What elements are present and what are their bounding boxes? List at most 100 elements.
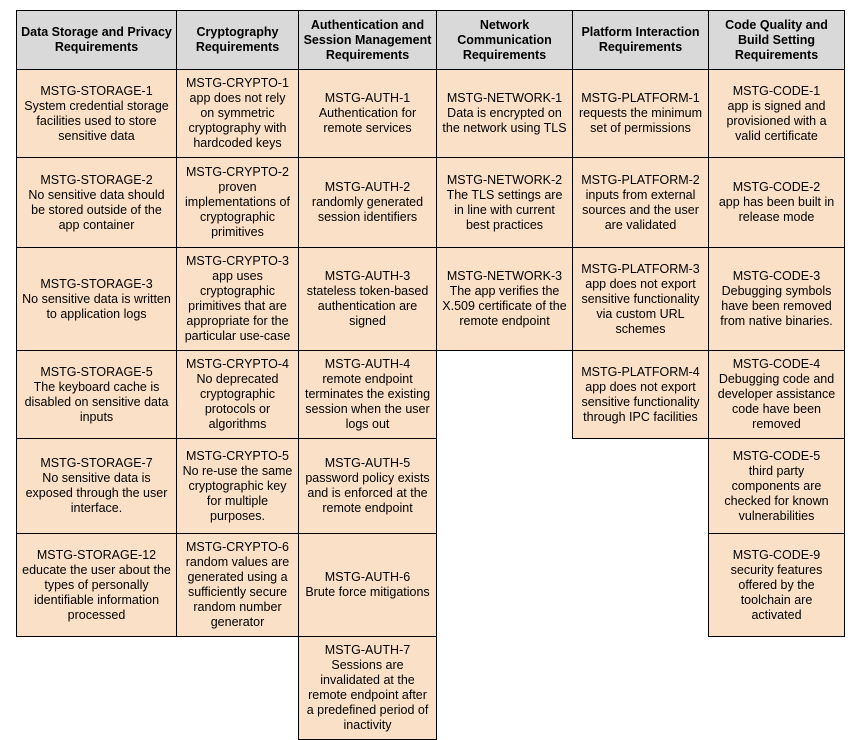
empty-cell	[176, 636, 299, 740]
requirement-description: The TLS settings are in line with curren…	[446, 187, 563, 232]
requirement-description: The keyboard cache is disabled on sensit…	[24, 379, 169, 424]
column-header-platform: Platform Interaction Requirements	[572, 9, 709, 71]
requirement-id: MSTG-CODE-3	[732, 269, 821, 284]
requirement-id: MSTG-AUTH-3	[324, 269, 411, 284]
requirement-id: MSTG-CODE-5	[732, 448, 821, 463]
requirement-description: Debugging symbols have been removed from…	[720, 284, 833, 329]
column-header-authentication: Authentication and Session Management Re…	[298, 9, 437, 71]
requirement-id: MSTG-STORAGE-1	[40, 83, 153, 98]
requirement-id: MSTG-STORAGE-5	[40, 364, 153, 379]
requirement-description: Sessions are invalidated at the remote e…	[306, 658, 429, 733]
requirement-id: MSTG-STORAGE-3	[40, 276, 153, 291]
requirement-id: MSTG-STORAGE-12	[36, 547, 157, 562]
empty-cell	[572, 533, 709, 637]
requirement-description: Data is encrypted on the network using T…	[442, 106, 567, 136]
requirement-description: The app verifies the X.509 certificate o…	[442, 284, 567, 329]
requirement-id: MSTG-AUTH-6	[324, 570, 411, 585]
empty-cell	[436, 533, 573, 637]
requirements-table-container: Data Storage and Privacy Requirements Cr…	[16, 9, 845, 740]
requirement-description: remote endpoint terminates the existing …	[304, 372, 431, 432]
requirement-id: MSTG-AUTH-2	[324, 180, 411, 195]
requirement-description: app does not export sensitive functional…	[581, 379, 700, 424]
requirement-id: MSTG-AUTH-5	[324, 456, 411, 471]
requirement-id: MSTG-PLATFORM-3	[581, 261, 700, 276]
requirement-id: MSTG-PLATFORM-2	[581, 172, 700, 187]
requirement-id: MSTG-CRYPTO-5	[185, 448, 290, 463]
requirement-id: MSTG-AUTH-7	[324, 643, 411, 658]
requirement-description: random values are generated using a suff…	[185, 555, 290, 630]
requirement-description: No sensitive data should be stored outsi…	[28, 187, 165, 232]
requirement-description: app uses cryptographic primitives that a…	[184, 269, 291, 344]
empty-cell	[436, 636, 573, 740]
table-header: Data Storage and Privacy Requirements Cr…	[16, 9, 845, 71]
requirement-id: MSTG-AUTH-1	[324, 91, 411, 106]
requirement-id: MSTG-AUTH-4	[324, 357, 411, 372]
requirement-description: Brute force mitigations	[305, 585, 430, 600]
column-header-data-storage: Data Storage and Privacy Requirements	[16, 9, 177, 71]
requirement-id: MSTG-CRYPTO-1	[185, 76, 290, 91]
requirement-id: MSTG-STORAGE-2	[40, 172, 153, 187]
requirement-id: MSTG-CRYPTO-4	[185, 357, 290, 372]
requirement-description: Debugging code and developer assistance …	[717, 372, 836, 432]
requirement-description: app does not rely on symmetric cryptogra…	[188, 91, 287, 151]
requirement-description: security features offered by the toolcha…	[730, 562, 823, 622]
requirement-description: No deprecated cryptographic protocols or…	[196, 372, 279, 432]
requirement-id: MSTG-CRYPTO-2	[185, 165, 290, 180]
requirement-id: MSTG-CRYPTO-3	[185, 254, 290, 269]
requirement-id: MSTG-NETWORK-2	[446, 172, 563, 187]
mstg-requirements-table: Data Storage and Privacy Requirements Cr…	[16, 9, 845, 740]
requirement-description: proven implementations of cryptographic …	[185, 180, 290, 240]
empty-cell	[436, 438, 573, 534]
requirement-description: Authentication for remote services	[318, 106, 417, 136]
requirement-description: inputs from external sources and the use…	[582, 187, 699, 232]
column-header-cryptography: Cryptography Requirements	[176, 9, 299, 71]
requirement-id: MSTG-NETWORK-3	[446, 269, 563, 284]
requirement-description: No sensitive data is exposed through the…	[25, 471, 168, 516]
requirement-id: MSTG-STORAGE-7	[40, 456, 153, 471]
requirement-description: requests the minimum set of permissions	[579, 106, 702, 136]
empty-cell	[16, 636, 177, 740]
requirement-description: System credential storage facilities use…	[24, 98, 169, 143]
requirement-description: randomly generated session identifiers	[311, 195, 424, 225]
requirement-description: stateless token-based authentication are…	[306, 284, 429, 329]
requirement-description: No sensitive data is written to applicat…	[22, 291, 171, 321]
column-header-code-quality: Code Quality and Build Setting Requireme…	[708, 9, 845, 71]
requirement-id: MSTG-CODE-9	[732, 547, 821, 562]
